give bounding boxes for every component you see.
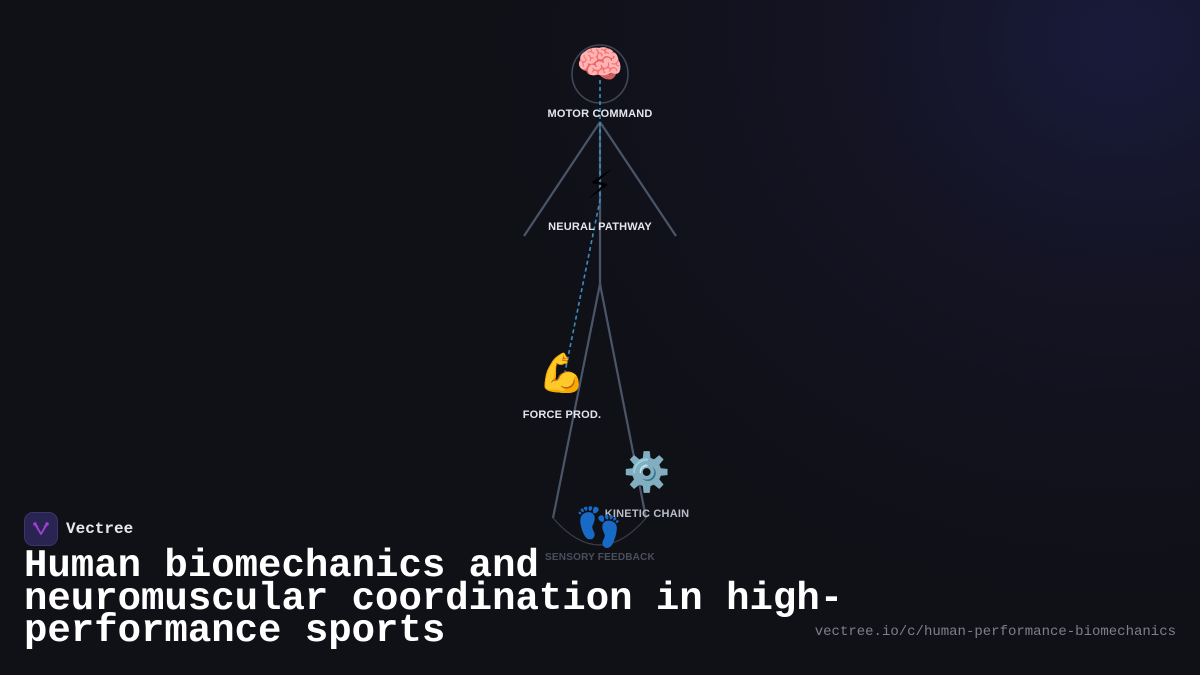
gear-icon: ⚙️	[623, 450, 671, 494]
figure-left-leg	[551, 283, 602, 519]
node-label-force-production: FORCE PROD.	[522, 409, 602, 421]
footprints-icon: 👣	[575, 505, 623, 549]
node-label-neural-pathway: NEURAL PATHWAY	[548, 221, 652, 233]
figure-right-leg	[598, 283, 648, 519]
figure-right-arm	[599, 121, 677, 237]
figure-left-arm	[523, 121, 601, 237]
lightning-icon: ⚡	[586, 163, 614, 207]
brand: Vectree	[24, 512, 133, 546]
page-url: vectree.io/c/human-performance-biomechan…	[814, 624, 1176, 640]
feedback-arc	[552, 517, 647, 546]
node-label-kinetic-chain: KINETIC CHAIN	[604, 508, 690, 520]
node-label-sensory-feedback: SENSORY FEEDBACK	[545, 552, 655, 563]
brand-name: Vectree	[66, 520, 134, 538]
signal-path	[564, 80, 601, 373]
flexed-biceps-icon: 💪	[538, 351, 586, 395]
page-title: Human biomechanics and neuromuscular coo…	[24, 544, 844, 653]
vectree-logo-icon	[24, 512, 58, 546]
brain-icon: 🧠	[576, 42, 624, 86]
node-label-motor-command: MOTOR COMMAND	[547, 108, 653, 120]
